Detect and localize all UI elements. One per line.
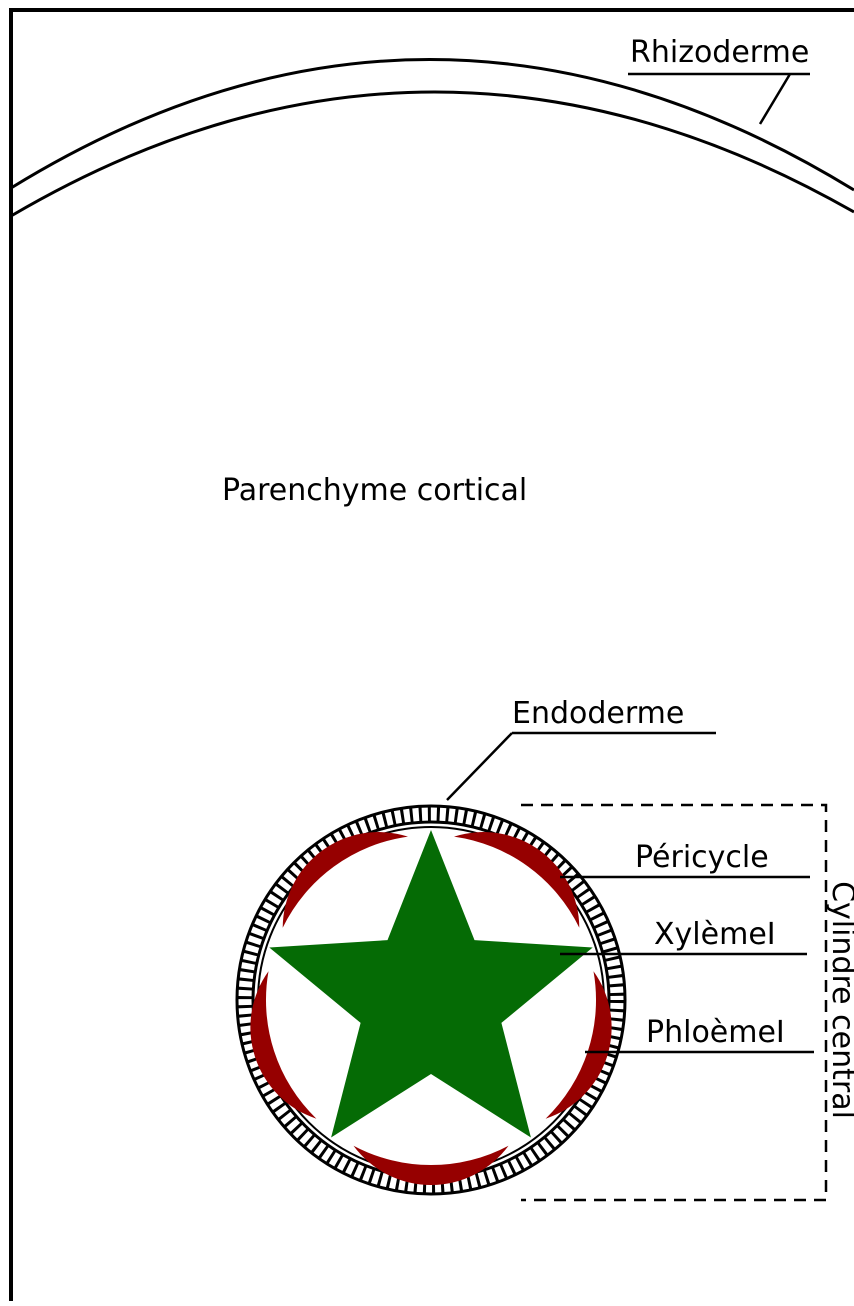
xylem-star bbox=[269, 830, 593, 1138]
rhizoderme-layer bbox=[10, 58, 854, 218]
rhizoderme-inner-line bbox=[10, 90, 854, 218]
phloeme-label: PhloèmeI bbox=[646, 1015, 785, 1050]
phloem-group bbox=[250, 832, 612, 1185]
rhizoderme-outer-line bbox=[10, 58, 854, 192]
phloem-lobe bbox=[545, 971, 612, 1119]
pericycle-label: Péricycle bbox=[635, 840, 769, 875]
phloem-lobe bbox=[353, 1145, 509, 1185]
leader-lines bbox=[446, 72, 814, 1054]
central-cylinder-bracket bbox=[521, 803, 828, 1202]
endoderme-leader bbox=[446, 731, 716, 801]
rhizoderme-label: Rhizoderme bbox=[630, 35, 809, 70]
endoderm-cells bbox=[238, 807, 624, 1193]
phloem-lobe bbox=[282, 832, 408, 928]
phloem-lobe bbox=[250, 971, 317, 1119]
xyleme-label: XylèmeI bbox=[654, 917, 776, 952]
central-cylinder bbox=[235, 804, 627, 1196]
parenchyme-label: Parenchyme cortical bbox=[222, 473, 527, 508]
phloem-lobe bbox=[454, 832, 580, 928]
rhizoderme-leader bbox=[628, 72, 810, 125]
cylindre-central-label: Cylindre central bbox=[825, 881, 854, 1119]
endoderm-outer-ring bbox=[235, 804, 627, 1196]
endoderme-label: Endoderme bbox=[512, 696, 684, 731]
frame-border bbox=[9, 8, 854, 1301]
